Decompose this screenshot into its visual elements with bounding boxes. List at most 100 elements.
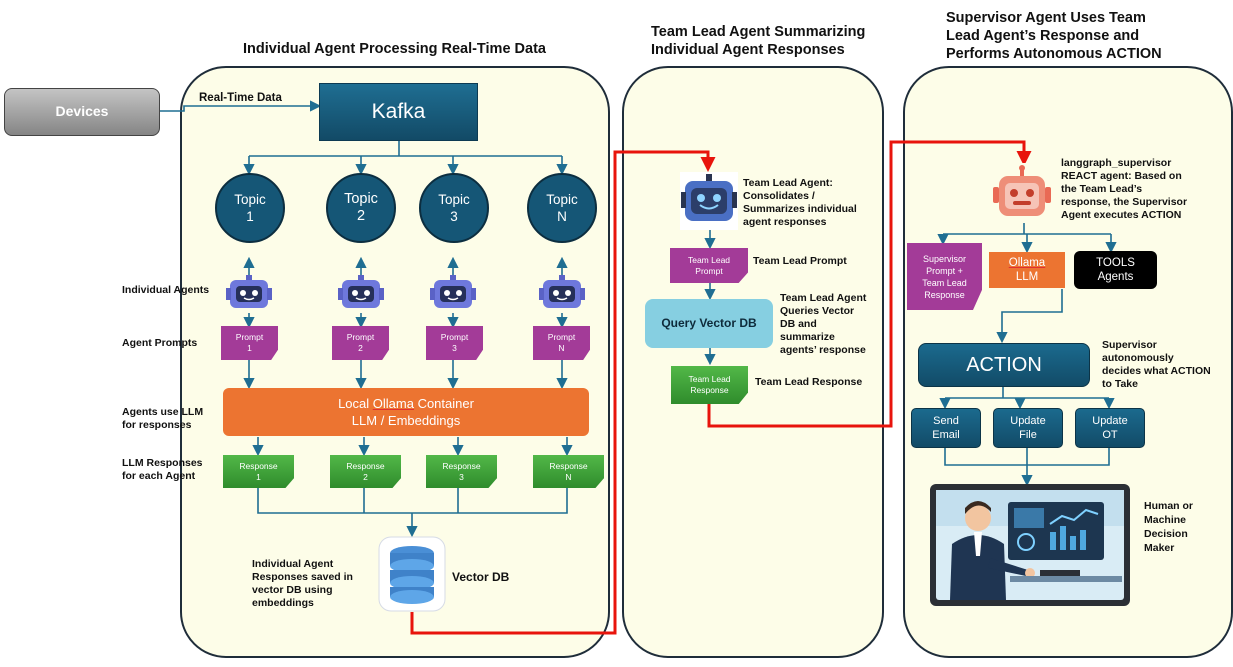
tools-line1: TOOLS [1096,257,1135,269]
kafka-box: Kafka [319,83,478,141]
action-desc-3: decides what ACTION [1102,365,1211,377]
team-lead-desc-1: Team Lead Agent: [743,177,833,189]
response-n-label: Response [549,460,588,471]
prompt-1-num: 1 [247,343,252,353]
topic-n-label: Topic [546,192,578,207]
response-n-num: N [565,471,572,482]
team-lead-prompt-line1: Team Lead [687,254,731,265]
query-desc-5: agents’ response [780,344,866,356]
agent-robot-icon [226,275,272,308]
response-2-label: Response [346,460,385,471]
response-1-num: 1 [256,471,261,482]
panel2-title-line2: Individual Agent Responses [651,42,845,58]
query-vector-db-box: Query Vector DB [645,299,773,348]
update-ot-line1: Update [1092,415,1128,427]
database-icon [378,536,446,612]
agent-prompts-label: Agent Prompts [122,337,198,349]
panel3-title-line3: Performs Autonomous ACTION [946,46,1162,62]
agent-robot-icon [430,275,476,308]
realtime-data-label: Real-Time Data [199,92,282,104]
action-desc-2: autonomously [1102,352,1174,364]
update-ot-line2: OT [1102,429,1118,441]
supervisor-ollama-line1: Ollama [1008,257,1046,269]
panel2-title-line1: Team Lead Agent Summarizing [651,24,866,40]
ollama-container-prefix: Local [338,396,373,411]
team-lead-desc-4: agent responses [743,216,827,228]
human-desc-4: Maker [1144,542,1175,554]
team-lead-desc-2: Consolidates / [743,190,815,202]
supervisor-prompt-line1: Supervisor [922,253,967,264]
panel-team-lead [622,66,884,658]
action-box: ACTION [918,343,1090,387]
supervisor-desc-3: the Team Lead’s [1061,183,1143,195]
topic-1-num: 1 [246,209,254,224]
supervisor-prompt-line3: Team Lead [922,277,967,288]
update-file-line1: Update [1010,415,1046,427]
ollama-container-line2: LLM / Embeddings [351,413,461,428]
topic-2-label: Topic [344,191,378,207]
prompt-3-num: 3 [452,343,457,353]
supervisor-desc-1: langgraph_supervisor [1061,157,1172,169]
supervisor-desc-2: REACT agent: Based on [1061,170,1182,182]
vector-db-note-2: Responses saved in [252,571,353,583]
team-lead-prompt-line2: Prompt [695,265,723,276]
response-3-label: Response [442,460,481,471]
individual-agents-label: Individual Agents [122,284,210,296]
team-lead-response-line2: Response [690,385,729,395]
action-desc-1: Supervisor [1102,339,1157,351]
query-desc-2: Queries Vector [780,305,855,317]
response-1-label: Response [239,460,278,471]
supervisor-desc-4: response, the Supervisor [1061,196,1188,208]
vector-db-note-1: Individual Agent [252,558,334,570]
team-lead-response-label: Team Lead Response [755,376,863,388]
vector-db-note-4: embeddings [252,597,314,609]
agents-use-llm-label-1: Agents use LLM [122,406,204,418]
topic-3-label: Topic [438,192,470,207]
devices-box: Devices [4,88,160,136]
team-lead-robot-icon [680,172,738,230]
tools-line2: Agents [1097,271,1134,283]
vector-db-note-3: vector DB using [252,584,333,596]
agents-use-llm-label-2: for responses [122,419,192,431]
query-desc-1: Team Lead Agent [780,292,867,304]
topic-2-num: 2 [356,208,366,224]
supervisor-ollama-line2: LLM [1015,271,1039,283]
prompt-1-label: Prompt [235,332,264,342]
topic-3-num: 3 [450,209,458,224]
action-desc-4: to Take [1102,378,1138,390]
agent-robot-icon [539,275,585,308]
ollama-container-suffix: Container [413,396,474,411]
panel3-title-line2: Lead Agent’s Response and [946,28,1140,44]
team-lead-response-line1: Team Lead [688,374,731,384]
send-email-line1: Send [933,415,959,427]
local-ollama-container: Local Ollama Container LLM / Embeddings [223,388,589,436]
prompt-2-num: 2 [358,343,363,353]
tools-agents-box: TOOLS Agents [1074,251,1157,289]
topic-3: Topic 3 [419,173,489,243]
topic-n-num: N [557,209,567,224]
agent-robot-icon [338,275,384,308]
ollama-container-brand: Ollama [372,396,414,411]
panel1-title: Individual Agent Processing Real-Time Da… [243,41,546,57]
query-desc-3: DB and [780,318,817,330]
response-3-num: 3 [459,471,464,482]
prompt-3-label: Prompt [440,332,469,342]
supervisor-robot-icon [991,163,1053,223]
update-file-line2: File [1019,429,1037,441]
prompt-n-label: Prompt [547,332,576,342]
prompt-2-label: Prompt [346,332,375,342]
supervisor-prompt-doc: Supervisor Prompt + Team Lead Response [907,243,982,310]
supervisor-prompt-line2: Prompt + [926,265,963,276]
